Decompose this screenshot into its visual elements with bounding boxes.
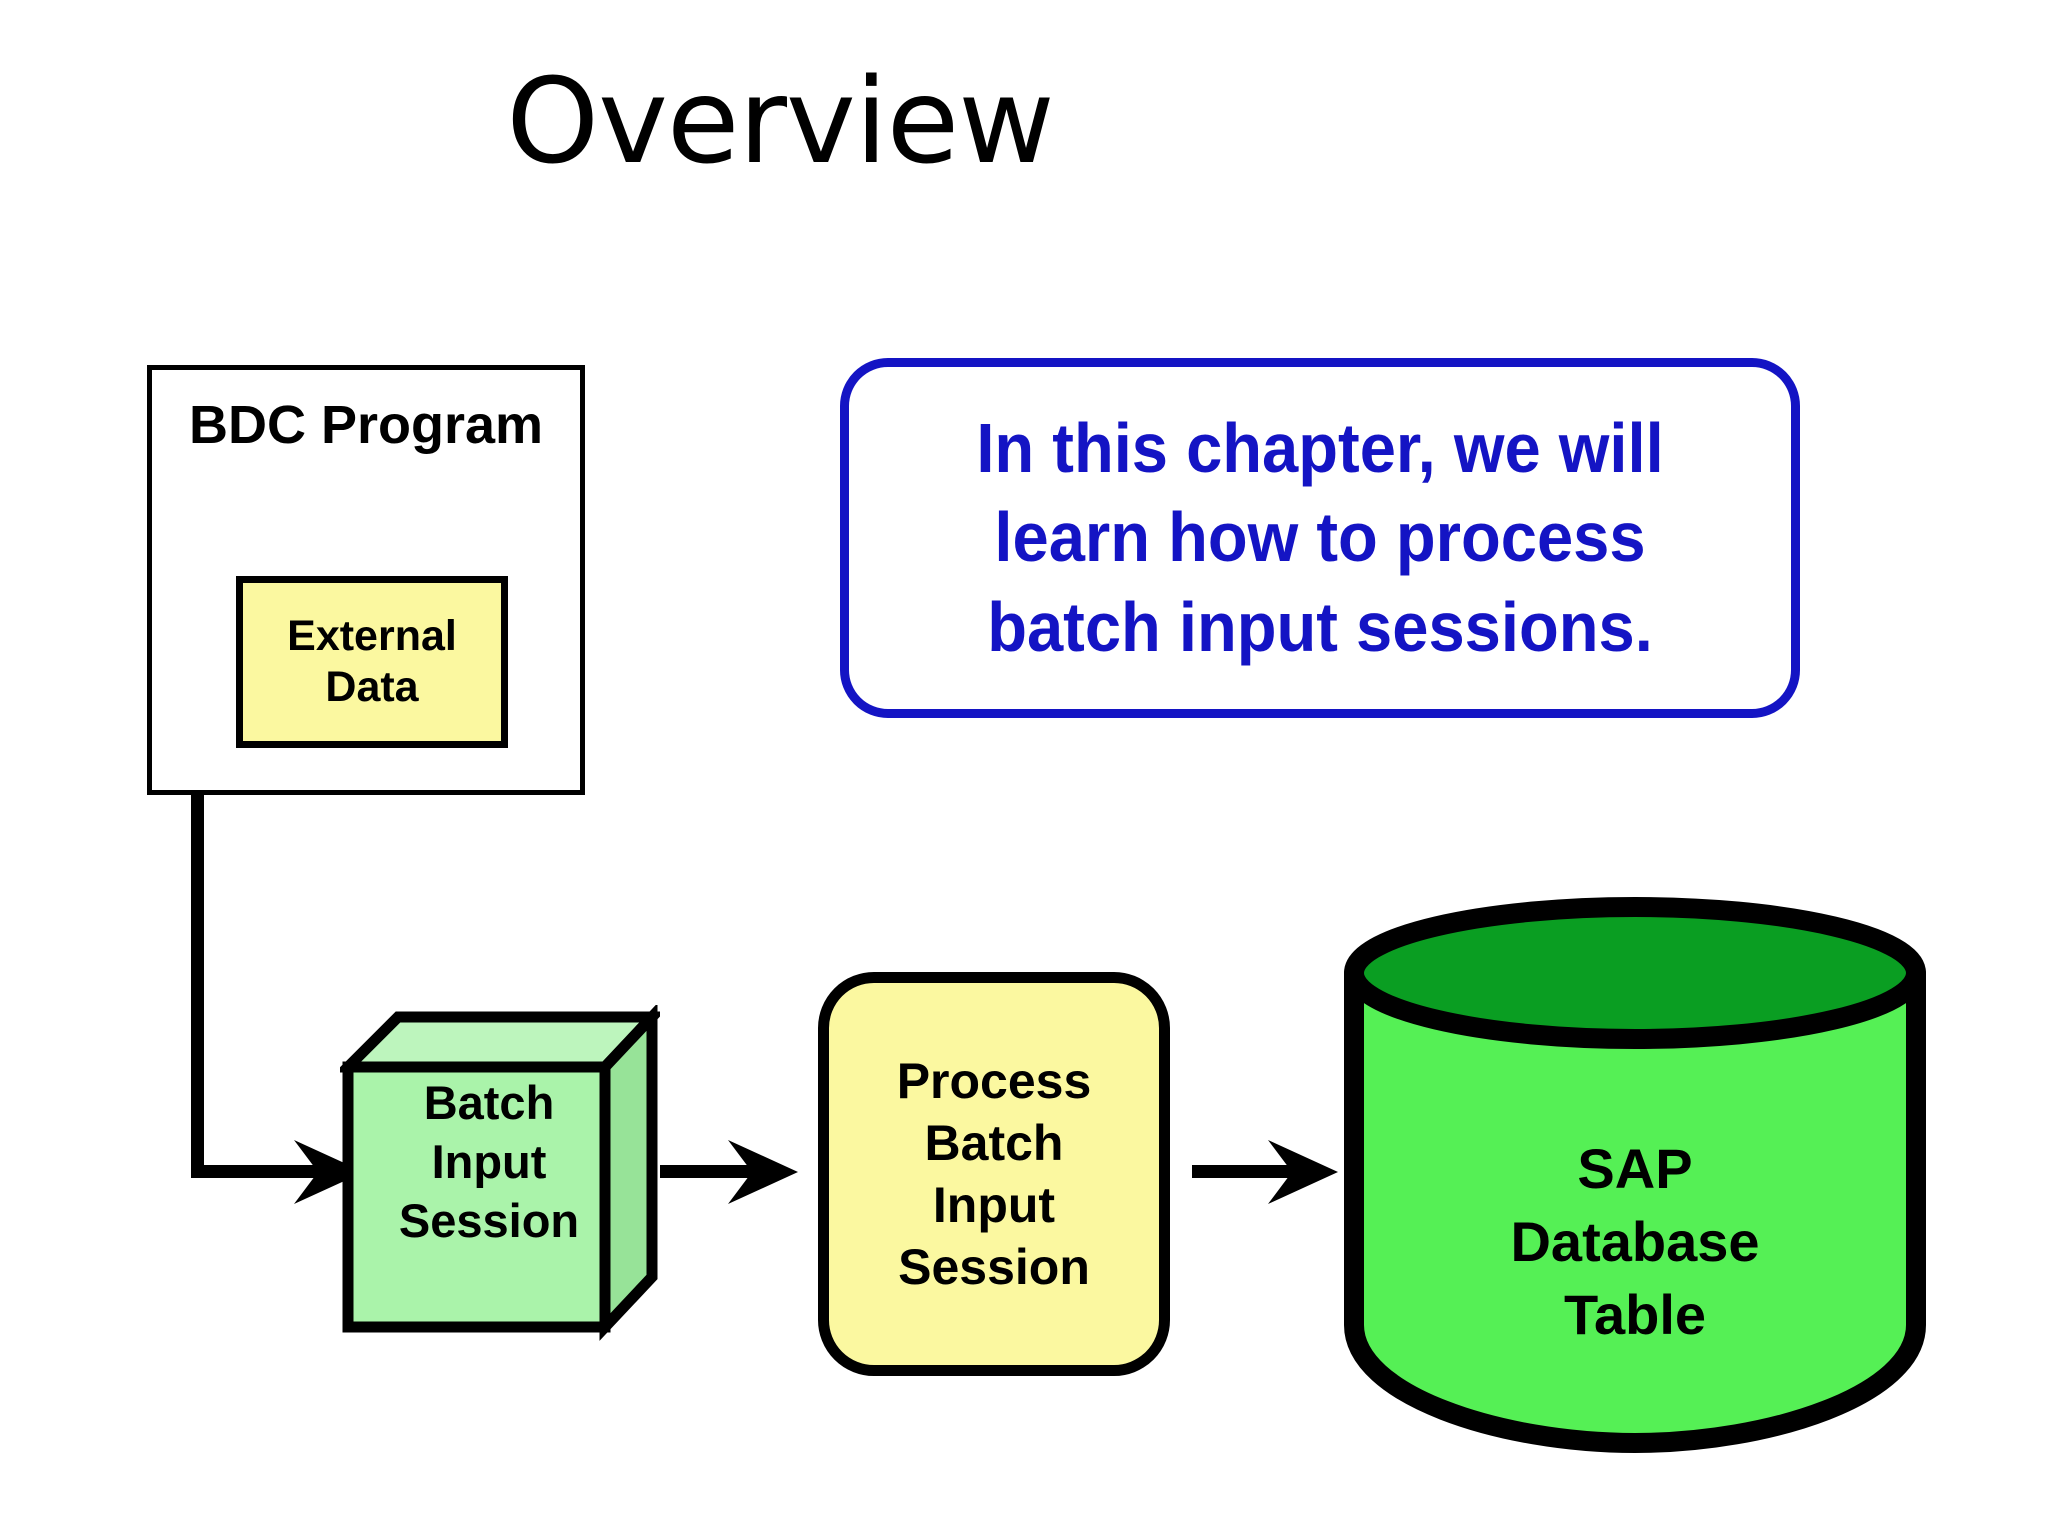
chapter-callout-box: In this chapter, we will learn how to pr…	[840, 358, 1800, 718]
external-data-label: External Data	[287, 612, 457, 711]
bdc-program-box: BDC Program External Data	[147, 365, 585, 795]
process-batch-input-session-label: Process Batch Input Session	[896, 1053, 1092, 1295]
connector-batch-to-process	[660, 1165, 770, 1178]
external-data-box: External Data	[236, 576, 508, 748]
page-title: Overview	[506, 52, 1055, 190]
bdc-program-label: BDC Program	[188, 395, 544, 455]
batch-input-session-cube: Batch Input Session	[340, 1005, 660, 1350]
sap-database-table-cylinder: SAP Database Table	[1340, 895, 1930, 1455]
arrowhead-to-database	[1262, 1136, 1340, 1208]
process-batch-input-session-box: Process Batch Input Session	[818, 972, 1170, 1376]
connector-bdc-vertical	[191, 795, 204, 1178]
connector-process-to-database	[1192, 1165, 1312, 1178]
connector-bdc-horizontal	[191, 1165, 341, 1178]
arrowhead-to-process-box	[722, 1136, 800, 1208]
arrowhead-to-batch-session	[288, 1136, 366, 1208]
chapter-callout-text: In this chapter, we will learn how to pr…	[976, 408, 1664, 666]
